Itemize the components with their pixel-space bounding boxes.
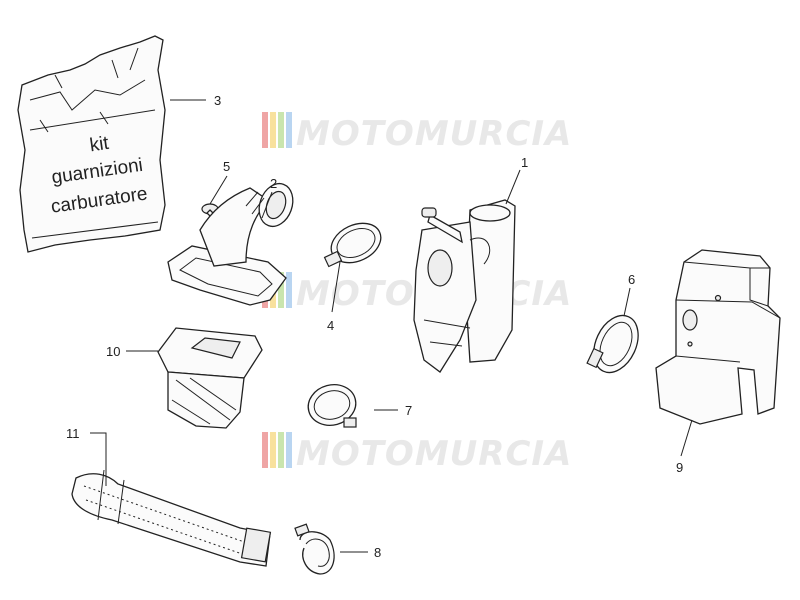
hose-clamp-b (586, 314, 639, 374)
watermark-text: MOTOMURCIA (296, 434, 572, 474)
callout-3: 3 (214, 93, 221, 108)
callout-labels: 1 2 3 4 5 6 7 8 9 10 11 (66, 93, 683, 560)
hose-clamp-c (307, 384, 357, 428)
intake-manifold (167, 182, 294, 306)
callout-11: 11 (66, 426, 80, 441)
callout-4: 4 (327, 318, 334, 333)
callout-5: 5 (223, 159, 230, 174)
reed-valve (157, 327, 263, 429)
leader-lines (90, 99, 693, 553)
hose-clamp-a (323, 222, 382, 268)
gasket-kit-bag: kit guarnizioni carburatore (17, 35, 166, 253)
callout-2: 2 (270, 176, 277, 191)
watermark-text: MOTOMURCIA (296, 114, 572, 154)
watermark-top: MOTOMURCIA (262, 112, 572, 154)
callout-1: 1 (521, 155, 528, 170)
hose-clamp-d (294, 523, 335, 575)
bag-label-line-1: kit (88, 133, 110, 157)
callout-7: 7 (405, 403, 412, 418)
callout-10: 10 (106, 344, 120, 359)
callout-6: 6 (628, 272, 635, 287)
carburettor (413, 199, 516, 373)
carburettor-cover (655, 249, 781, 425)
breather-hose (71, 469, 272, 567)
callout-9: 9 (676, 460, 683, 475)
callout-8: 8 (374, 545, 381, 560)
watermark-bottom: MOTOMURCIA (262, 432, 572, 474)
